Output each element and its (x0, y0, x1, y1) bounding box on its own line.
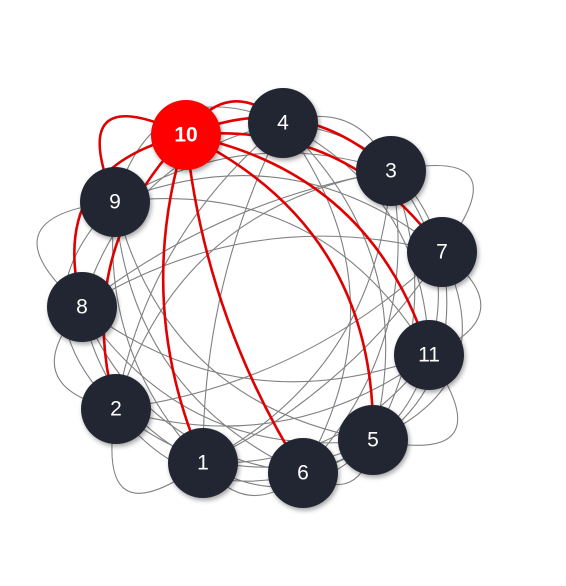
edge-7-1 (202, 251, 443, 464)
highlighted-edge-10-7 (185, 131, 444, 253)
node-4[interactable]: 4 (248, 88, 318, 158)
node-9-circle (80, 167, 150, 237)
node-11[interactable]: 11 (394, 320, 464, 390)
node-2-label: 2 (110, 398, 122, 421)
node-11-label: 11 (418, 344, 440, 367)
edge-3-8 (81, 170, 392, 308)
node-3-circle (356, 136, 426, 206)
edge-11-8 (81, 306, 430, 383)
node-1-label: 1 (197, 452, 209, 475)
edge-7-9 (114, 175, 443, 253)
edge-5-2 (115, 408, 374, 468)
edge-3-1 (202, 170, 392, 464)
highlighted-edge-10-2 (102, 134, 187, 410)
node-4-label: 4 (277, 112, 289, 135)
node-5-label: 5 (367, 429, 379, 452)
edge-1-9 (112, 201, 204, 464)
node-7-circle (407, 217, 477, 287)
edge-11-1 (202, 354, 430, 464)
highlighted-edge-10-1 (161, 134, 205, 464)
node-10-circle (151, 100, 221, 170)
node-1[interactable]: 1 (168, 428, 238, 498)
node-2-circle (81, 374, 151, 444)
highlighted-edge-10-5 (185, 133, 375, 441)
edge-4-5 (282, 122, 387, 441)
node-1-circle (168, 428, 238, 498)
edge-6-9 (114, 201, 304, 474)
node-8[interactable]: 8 (47, 272, 117, 342)
edge-5-8 (81, 306, 374, 444)
node-9-label: 9 (109, 191, 121, 214)
edge-7-8 (81, 235, 443, 308)
node-3[interactable]: 3 (356, 136, 426, 206)
node-7[interactable]: 7 (407, 217, 477, 287)
node-6[interactable]: 6 (268, 438, 338, 508)
highlighted-edge-10-11 (185, 133, 431, 356)
node-4-circle (248, 88, 318, 158)
node-5[interactable]: 5 (338, 405, 408, 475)
edge-6-8 (81, 306, 304, 474)
edge-7-2 (115, 251, 443, 410)
nodes-layer: 10 4 3 7 11 5 6 1 2 8 9 (47, 88, 477, 508)
edge-4-1 (202, 122, 284, 464)
node-10[interactable]: 10 (151, 100, 221, 170)
edge-3-6 (302, 170, 399, 474)
edge-11-2 (115, 354, 430, 427)
node-6-circle (268, 438, 338, 508)
edge-5-9 (114, 201, 374, 441)
node-3-label: 3 (385, 160, 397, 183)
node-5-circle (338, 405, 408, 475)
node-7-label: 7 (436, 241, 448, 264)
edge-11-9 (114, 198, 430, 356)
node-8-circle (47, 272, 117, 342)
node-6-label: 6 (297, 462, 309, 485)
edge-4-6 (282, 122, 352, 474)
highlighted-edge-10-6 (184, 134, 305, 474)
node-11-circle (394, 320, 464, 390)
node-2[interactable]: 2 (81, 374, 151, 444)
node-9[interactable]: 9 (80, 167, 150, 237)
node-8-label: 8 (76, 296, 88, 319)
edge-3-2 (115, 170, 392, 410)
node-10-label: 10 (174, 124, 197, 147)
